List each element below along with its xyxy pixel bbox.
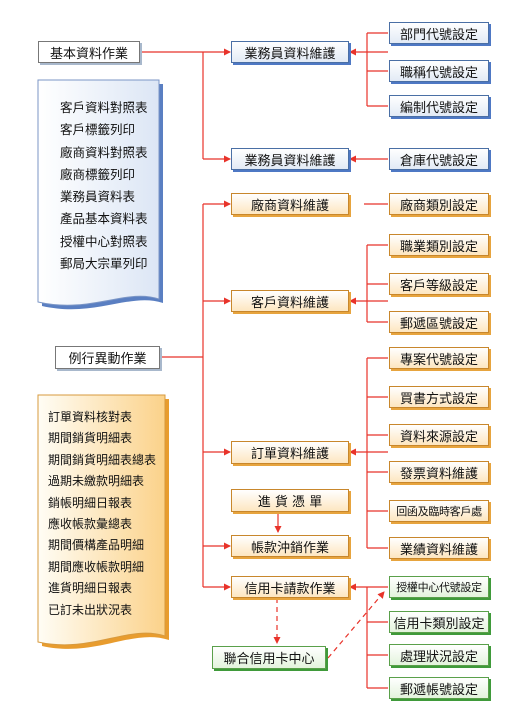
auth-center-code-node[interactable]: 授權中心代號設定	[389, 576, 489, 598]
sales-rep-maint-node-2[interactable]: 業務員資料維護	[231, 148, 349, 170]
vendor-maint-node[interactable]: 廠商資料維護	[231, 193, 349, 215]
report-item: 郵局大宗單列印	[60, 256, 148, 272]
routine-ops-node[interactable]: 例行異動作業	[55, 346, 160, 369]
report-item: 產品基本資料表	[60, 211, 148, 227]
purchase-voucher-node[interactable]: 進 貨 憑 單	[231, 489, 349, 512]
purchase-method-node[interactable]: 買書方式設定	[389, 386, 489, 408]
credit-card-billing-node[interactable]: 信用卡請款作業	[231, 576, 349, 598]
vendor-category-node[interactable]: 廠商類別設定	[389, 193, 489, 215]
report-item: 銷帳明細日報表	[48, 495, 133, 510]
report-item: 應收帳款彙總表	[48, 516, 133, 531]
report-item: 進貨明細日報表	[48, 581, 133, 596]
basic-ops-node[interactable]: 基本資料作業	[38, 41, 140, 63]
report-list-orange: 訂單資料核對表 期間銷貨明細表 期間銷貨明細表總表 過期未繳款明細表 銷帳明細日…	[48, 407, 156, 621]
report-item: 客戶標籤列印	[60, 122, 136, 138]
customer-maint-node[interactable]: 客戶資料維護	[231, 290, 349, 312]
postal-account-node[interactable]: 郵遞帳號設定	[389, 677, 489, 699]
report-item: 廠商標籤列印	[60, 166, 136, 182]
report-item: 業務員資料表	[60, 189, 136, 205]
report-item: 期間銷貨明細表總表	[48, 452, 157, 467]
zip-code-node[interactable]: 郵遞區號設定	[389, 311, 489, 333]
process-status-node[interactable]: 處理狀況設定	[389, 644, 489, 666]
report-item: 客戶資料對照表	[60, 100, 148, 115]
warehouse-code-node[interactable]: 倉庫代號設定	[389, 148, 489, 170]
dept-code-node[interactable]: 部門代號設定	[389, 22, 489, 44]
sales-rep-maint-node[interactable]: 業務員資料維護	[231, 41, 349, 63]
account-writeoff-node[interactable]: 帳款沖銷作業	[231, 535, 349, 557]
staffing-code-node[interactable]: 編制代號設定	[389, 95, 489, 117]
report-list-blue: 客戶資料對照表 客戶標籤列印 廠商資料對照表 廠商標籤列印 業務員資料表 產品基…	[60, 97, 148, 275]
report-item: 過期未繳款明細表	[48, 474, 145, 489]
report-item: 期間銷貨明細表	[48, 431, 133, 446]
report-item: 期間價構產品明細	[48, 538, 145, 553]
project-code-node[interactable]: 專案代號設定	[389, 347, 489, 369]
report-item: 廠商資料對照表	[60, 144, 148, 160]
card-category-node[interactable]: 信用卡類別設定	[389, 611, 489, 633]
customer-level-node[interactable]: 客戶等級設定	[389, 273, 489, 295]
occupation-category-node[interactable]: 職業類別設定	[389, 234, 489, 256]
credit-card-center-node[interactable]: 聯合信用卡中心	[212, 646, 326, 669]
reply-temp-customer-node[interactable]: 回函及臨時客戶處	[389, 500, 489, 522]
invoice-maint-node[interactable]: 發票資料維護	[389, 461, 489, 483]
report-item: 已訂未出狀況表	[48, 602, 133, 617]
report-item: 期間應收帳款明細	[48, 559, 145, 574]
title-code-node[interactable]: 職稱代號設定	[389, 60, 489, 82]
performance-maint-node[interactable]: 業績資料維護	[389, 537, 489, 559]
report-item: 授權中心對照表	[60, 233, 148, 249]
report-item: 訂單資料核對表	[48, 410, 133, 424]
data-source-node[interactable]: 資料來源設定	[389, 424, 489, 446]
order-maint-node[interactable]: 訂單資料維護	[231, 441, 349, 464]
